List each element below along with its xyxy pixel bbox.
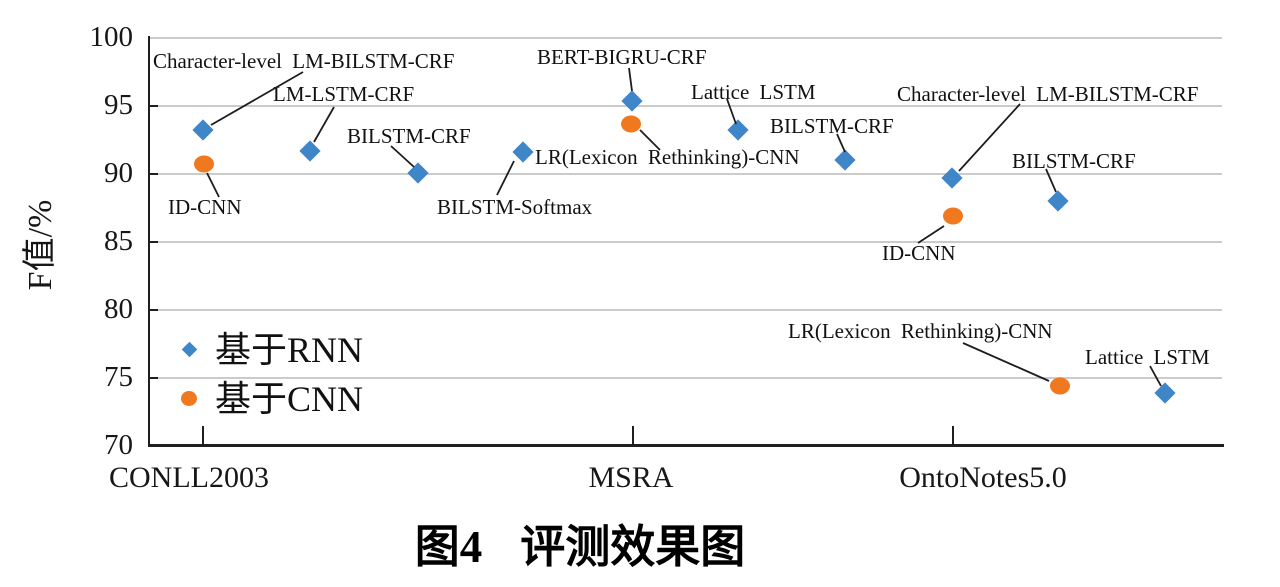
gridline <box>150 309 1222 311</box>
leader-line <box>206 172 220 198</box>
point-annotation-label: LR(Lexicon Rethinking)-CNN <box>535 145 800 169</box>
gridline <box>150 241 1222 243</box>
data-point-marker-cnn <box>621 115 641 133</box>
leader-line <box>313 106 335 143</box>
point-annotation-label: BILSTM-CRF <box>347 124 471 148</box>
category-label-conll2003: CONLL2003 <box>109 461 269 494</box>
leader-line <box>958 103 1021 172</box>
gridline <box>150 173 1222 175</box>
data-point-marker-rnn <box>192 119 214 142</box>
category-label-ontonotes50: OntoNotes5.0 <box>899 461 1067 494</box>
legend-item-cnn: 基于CNN <box>163 374 363 423</box>
data-point-marker-rnn <box>941 167 963 189</box>
point-annotation-label: LM-LSTM-CRF <box>273 82 415 106</box>
point-annotation-label: ID-CNN <box>168 195 242 219</box>
data-point-marker-cnn <box>943 207 963 225</box>
legend-label-rnn: 基于RNN <box>215 329 364 370</box>
legend-marker-box <box>163 341 215 358</box>
leader-line <box>1149 365 1162 387</box>
x-tick <box>202 426 204 444</box>
point-annotation-label: Lattice LSTM <box>691 80 816 104</box>
point-annotation-label: Character-level LM-BILSTM-CRF <box>897 82 1199 106</box>
point-annotation-label: ID-CNN <box>882 241 956 265</box>
data-point-marker-rnn <box>621 89 643 112</box>
leader-line <box>628 67 633 92</box>
y-tick <box>149 241 158 243</box>
y-axis-title: F值/% <box>22 199 59 291</box>
y-tick-label: 75 <box>104 361 133 393</box>
leader-line <box>962 342 1050 382</box>
gridline <box>150 377 1222 379</box>
y-tick <box>149 377 158 379</box>
y-tick-label: 85 <box>104 225 133 257</box>
legend-item-rnn: 基于RNN <box>163 325 363 374</box>
y-tick <box>149 173 158 175</box>
data-point-marker-rnn <box>407 162 429 184</box>
data-point-marker-rnn <box>727 119 749 142</box>
legend-label-cnn: 基于CNN <box>215 378 364 419</box>
caption-number: 图4 <box>414 522 483 572</box>
y-tick-label: 100 <box>89 21 134 53</box>
category-label-msra: MSRA <box>588 461 674 494</box>
data-point-marker-cnn <box>1050 377 1070 395</box>
figure-caption: 图4 评测效果图 <box>0 521 1160 573</box>
legend: 基于RNN 基于CNN <box>163 325 363 423</box>
point-annotation-label: BILSTM-CRF <box>770 114 894 138</box>
y-tick-label: 90 <box>104 157 133 189</box>
data-point-marker-rnn <box>1047 190 1069 212</box>
gridline <box>150 105 1222 107</box>
data-point-marker-rnn <box>834 149 856 171</box>
gridline <box>150 37 1222 39</box>
legend-marker-box <box>163 391 215 406</box>
cnn-circle-icon <box>181 391 197 406</box>
x-tick <box>632 426 634 444</box>
caption-title: 评测效果图 <box>520 522 746 572</box>
y-tick-label: 70 <box>104 429 133 461</box>
data-point-marker-rnn <box>299 140 321 162</box>
point-annotation-label: BILSTM-Softmax <box>437 195 593 219</box>
x-axis-line <box>148 444 1224 447</box>
y-axis-line <box>148 36 150 446</box>
point-annotation-label: BERT-BIGRU-CRF <box>537 45 707 69</box>
data-point-marker-rnn <box>1154 382 1176 404</box>
leader-line <box>390 145 415 168</box>
point-annotation-label: LR(Lexicon Rethinking)-CNN <box>788 319 1053 343</box>
data-point-marker-rnn <box>512 141 534 163</box>
y-tick <box>149 309 158 311</box>
point-annotation-label: Lattice LSTM <box>1085 345 1210 369</box>
point-annotation-label: BILSTM-CRF <box>1012 149 1136 173</box>
point-annotation-label: Character-level LM-BILSTM-CRF <box>153 49 455 73</box>
leader-line <box>496 160 515 196</box>
data-point-marker-cnn <box>194 155 214 173</box>
y-tick <box>149 105 158 107</box>
y-tick-label: 95 <box>104 89 133 121</box>
x-tick <box>952 426 954 444</box>
rnn-diamond-icon <box>181 341 197 358</box>
y-tick-label: 80 <box>104 293 133 325</box>
